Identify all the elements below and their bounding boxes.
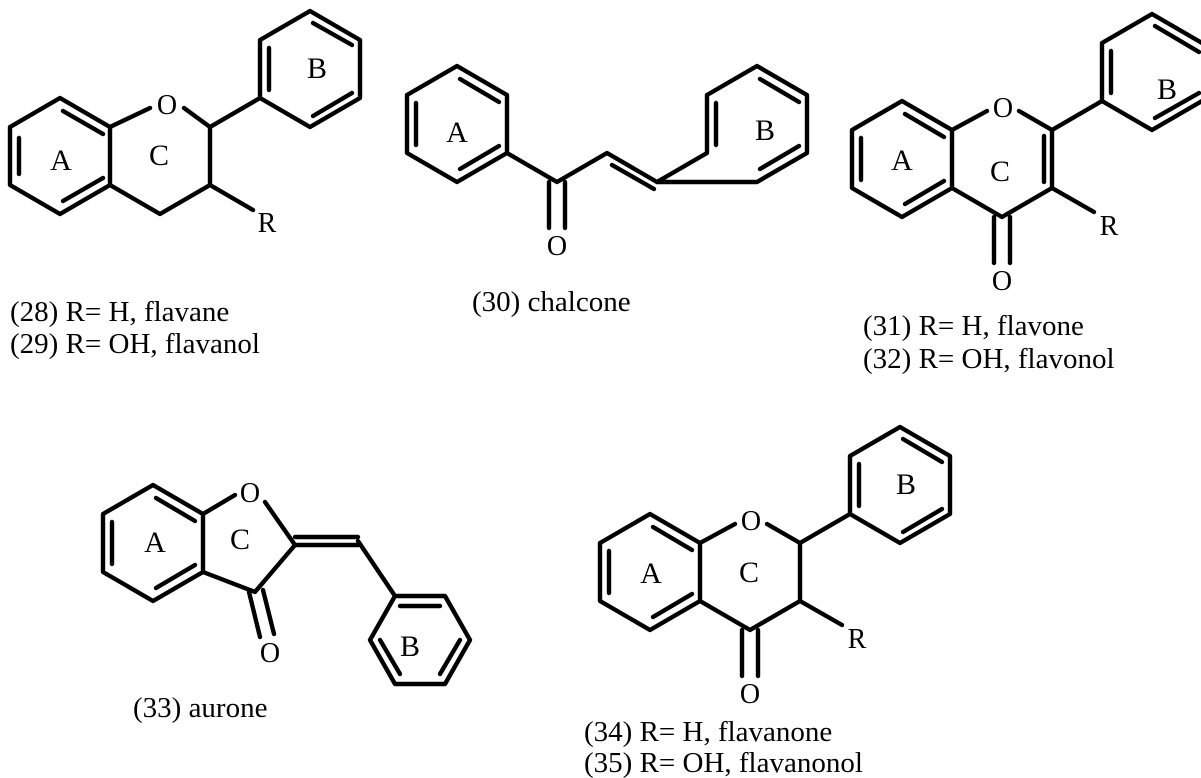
flavone-ring-b-label: B [1157,73,1177,106]
flavanone-caption-line-2: (35) R= OH, flavanonol [584,747,863,778]
flavane-caption-line-1: (28) R= H, flavane [10,296,229,328]
flavone-keto-oxygen-atom: O [992,266,1012,297]
flavanone-keto-oxygen-atom: O [740,679,760,710]
structure-flavone: O O R A C B (31) R= H, flavone (32) R= O… [849,11,1201,375]
flavane-ring-b-label: B [307,52,327,85]
chalcone-ring-b-label: B [755,114,775,147]
aurone-ring-b-label: B [400,630,420,663]
aurone-keto-oxygen-atom: O [260,638,280,669]
flavane-bonds [7,8,363,217]
chalcone-caption: (30) chalcone [472,286,631,318]
aurone-caption: (33) aurone [133,692,267,724]
flavone-bonds [849,11,1201,266]
structure-chalcone: O A B (30) chalcone [404,63,810,318]
flavone-caption-line-2: (32) R= OH, flavonol [863,343,1115,375]
flavanone-ring-c-label: C [739,556,759,589]
flavane-ring-a-label: A [50,144,72,177]
flavanone-ring-b-label: B [896,468,916,501]
chalcone-oxygen-atom: O [547,231,567,262]
flavone-r-group: R [1100,211,1119,242]
aurone-bonds [100,482,473,687]
flavane-oxygen-atom: O [157,90,177,121]
aurone-ring-a-label: A [144,526,166,559]
flavanone-ring-a-label: A [640,557,662,590]
structure-aurone: O O A C B (33) aurone [100,478,473,724]
flavane-ring-c-label: C [149,139,169,172]
flavane-caption-line-2: (29) R= OH, flavanol [10,328,260,360]
chalcone-bonds [404,63,810,231]
flavone-ring-c-label: C [990,155,1010,188]
structure-flavanone: O O R A C B (34) R= H, flavanone (35) R=… [584,424,953,778]
flavanone-r-group: R [848,624,867,655]
aurone-ring-c-label: C [230,523,250,556]
aurone-ring-oxygen-atom: O [240,478,260,509]
flavanone-ring-oxygen-atom: O [741,506,761,537]
chalcone-ring-a-label: A [446,116,468,149]
flavone-ring-a-label: A [891,144,913,177]
flavone-caption-line-1: (31) R= H, flavone [863,310,1084,342]
flavanone-bonds [597,424,953,679]
flavanone-caption-line-1: (34) R= H, flavanone [584,716,832,748]
flavone-ring-oxygen-atom: O [993,93,1013,124]
structure-flavane: O R A C B (28) R= H, flavane (29) R= OH,… [7,8,363,360]
flavane-r-group: R [258,208,277,239]
